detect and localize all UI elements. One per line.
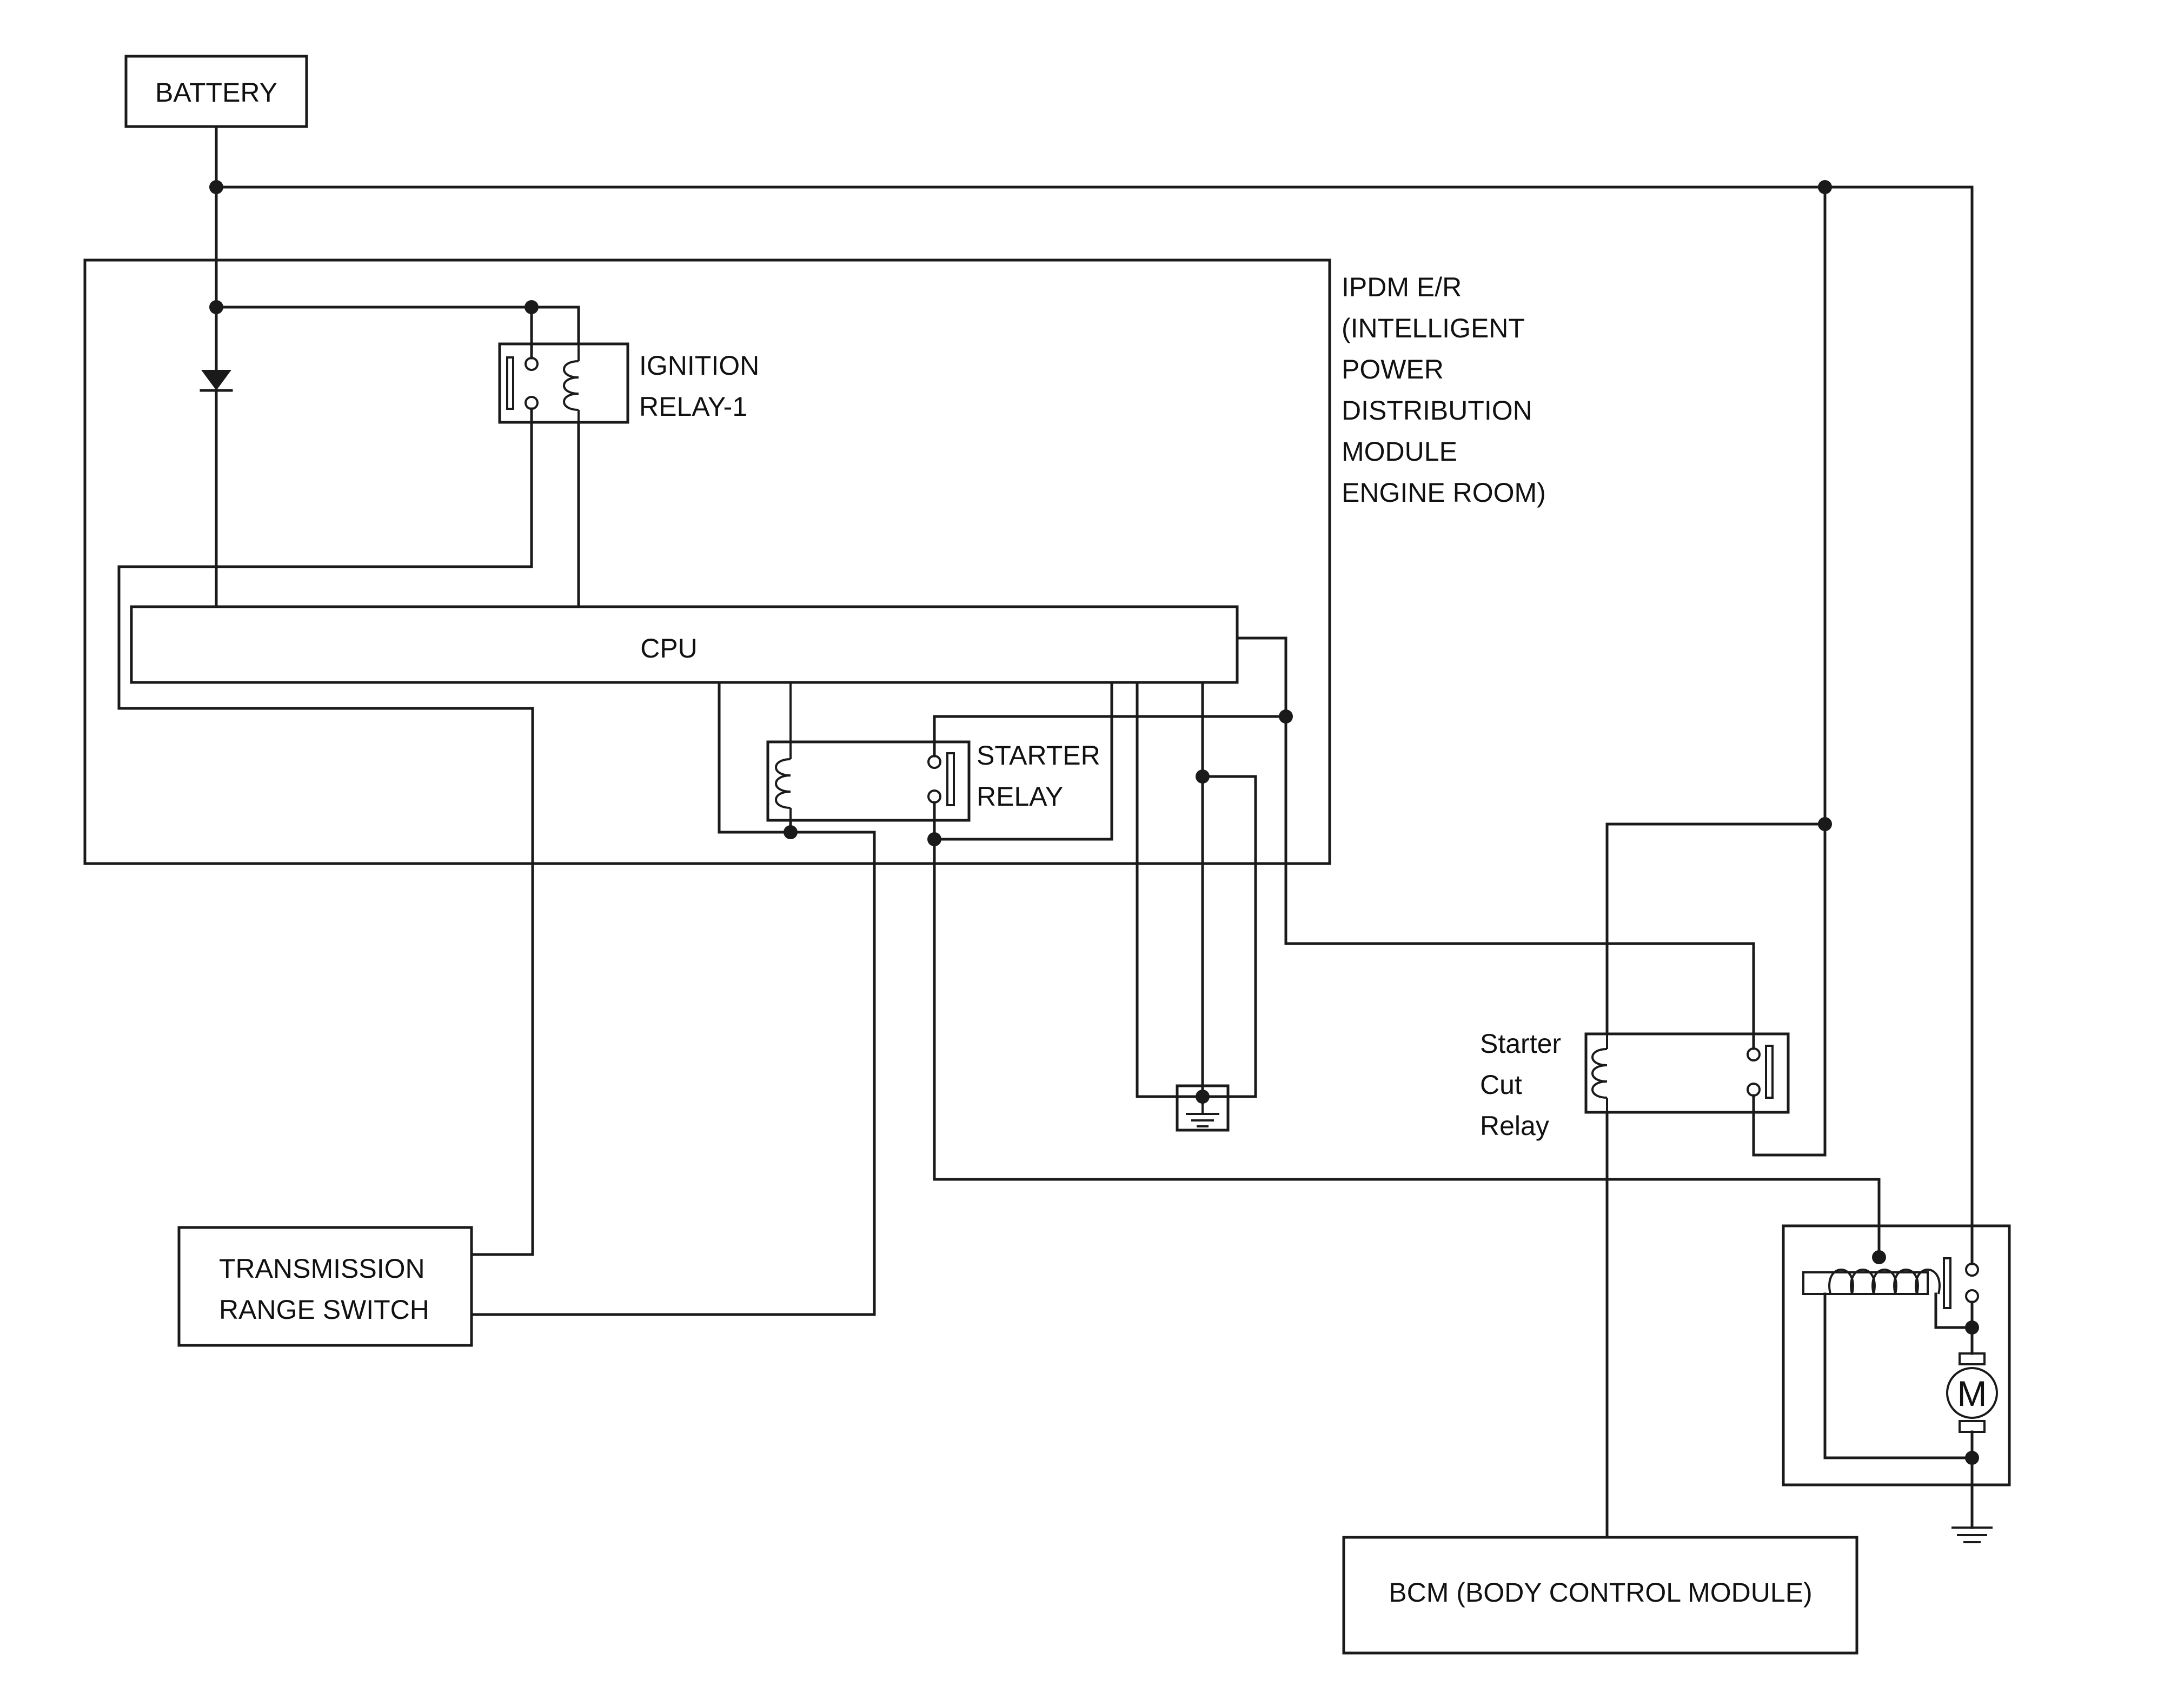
ipdm-er: IPDM E/R (INTELLIGENT POWER DISTRIBUTION…: [83, 258, 1546, 865]
ignition-relay-label-line-1: IGNITION: [639, 350, 759, 381]
solenoid-plunger: [1802, 1271, 1929, 1295]
motor-icon: [1946, 1367, 1998, 1419]
bcm-label: BCM (BODY CONTROL MODULE): [1389, 1577, 1812, 1608]
battery-label: BATTERY: [155, 77, 277, 108]
bcm: BCM (BODY CONTROL MODULE): [1342, 1536, 1858, 1655]
solenoid-terminal: [1965, 1289, 1979, 1303]
cpu: CPU: [130, 605, 1239, 684]
trs-label-line-1: TRANSMISSION: [219, 1253, 425, 1284]
starter-cut-relay-coil: [1591, 1034, 1608, 1112]
solenoid-terminal: [1965, 1263, 1979, 1277]
ignition-relay-terminal: [525, 357, 539, 371]
starter-cut-relay-terminal: [1747, 1047, 1761, 1061]
ipdm-label-line-3: POWER: [1342, 354, 1444, 384]
ignition-relay-coil: [563, 344, 580, 422]
ipdm-label-line-1: IPDM E/R: [1342, 272, 1462, 302]
ignition-relay-contact-bar: [506, 356, 514, 410]
starter-relay-terminal: [927, 755, 941, 769]
starter-relay: STARTER RELAY: [766, 682, 1100, 832]
ipdm-label-line-5: MODULE: [1342, 436, 1457, 467]
ipdm-label-line-6: ENGINE ROOM): [1342, 477, 1546, 508]
starter-relay-terminal: [927, 789, 941, 804]
starter-cut-relay-label-line-2: Cut: [1480, 1070, 1522, 1100]
starter-relay-coil: [775, 682, 792, 832]
motor-label: M: [1957, 1373, 1987, 1413]
ignition-relay-terminal: [525, 396, 539, 410]
trs-label-line-2: RANGE SWITCH: [219, 1295, 429, 1325]
ignition-relay-1: IGNITION RELAY-1: [498, 342, 759, 424]
starter-relay-label-line-1: STARTER: [977, 740, 1100, 771]
starter-cut-relay-terminal: [1747, 1083, 1761, 1097]
ipdm-label-line-4: DISTRIBUTION: [1342, 395, 1532, 426]
starter-cut-relay: Starter Cut Relay: [1480, 1028, 1790, 1141]
starter-cut-relay-label-line-3: Relay: [1480, 1111, 1549, 1141]
diode: [200, 370, 233, 392]
ignition-relay-label-line-2: RELAY-1: [639, 391, 747, 422]
starter-relay-label-line-2: RELAY: [977, 781, 1063, 812]
motor-brush-top: [1959, 1352, 1986, 1365]
starter-cut-relay-label-line-1: Starter: [1480, 1028, 1561, 1059]
starter-cut-relay-contact-bar: [1765, 1045, 1774, 1099]
starter-motor-assembly: M: [1782, 1224, 2011, 1486]
junction-dots: [209, 180, 1979, 1465]
starter-relay-contact-bar: [946, 752, 955, 806]
ipdm-label-line-2: (INTELLIGENT: [1342, 313, 1525, 343]
transmission-range-switch: TRANSMISSION RANGE SWITCH: [177, 1226, 473, 1347]
solenoid-coil: [1828, 1269, 1941, 1295]
ipdm-ground: [1176, 1084, 1230, 1132]
motor-brush-bottom: [1959, 1420, 1986, 1433]
solenoid-contact-bar: [1943, 1257, 1951, 1309]
motor-ground-icon: [1951, 1483, 1993, 1543]
battery: BATTERY: [124, 55, 308, 128]
wiring: [117, 125, 1974, 1539]
cpu-label: CPU: [640, 633, 698, 663]
